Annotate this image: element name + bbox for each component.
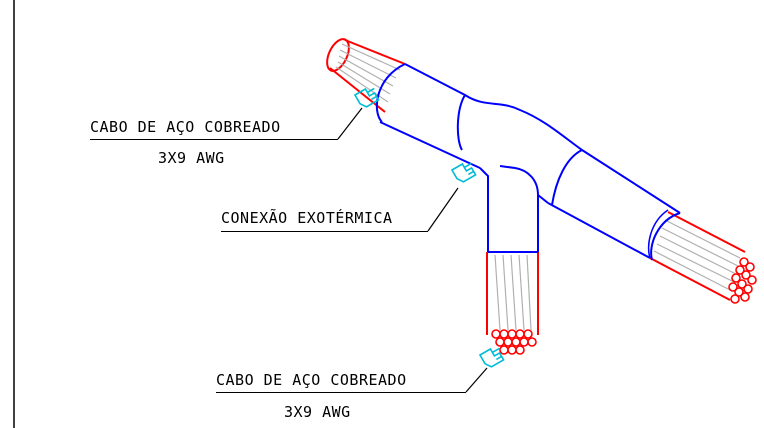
exothermic-connector xyxy=(375,63,681,261)
bottom-cable xyxy=(486,252,539,355)
bottom-cable-underline xyxy=(216,392,466,393)
connection-underline xyxy=(221,231,428,232)
top-cable-underline xyxy=(90,139,338,140)
hand-pointer-icon xyxy=(450,162,477,183)
leader-lines xyxy=(337,107,488,393)
right-cable xyxy=(649,211,757,304)
top-cable-title: CABO DE AÇO COBREADO xyxy=(90,118,281,136)
bottom-cable-title: CABO DE AÇO COBREADO xyxy=(216,371,407,389)
bottom-cable-spec: 3X9 AWG xyxy=(284,403,351,421)
top-cable-spec: 3X9 AWG xyxy=(158,149,225,167)
hand-pointer-icon xyxy=(478,347,505,368)
connection-label: CONEXÃO EXOTÉRMICA xyxy=(221,209,393,227)
top-left-cable xyxy=(326,38,406,118)
hand-pointer-icon xyxy=(353,87,380,108)
